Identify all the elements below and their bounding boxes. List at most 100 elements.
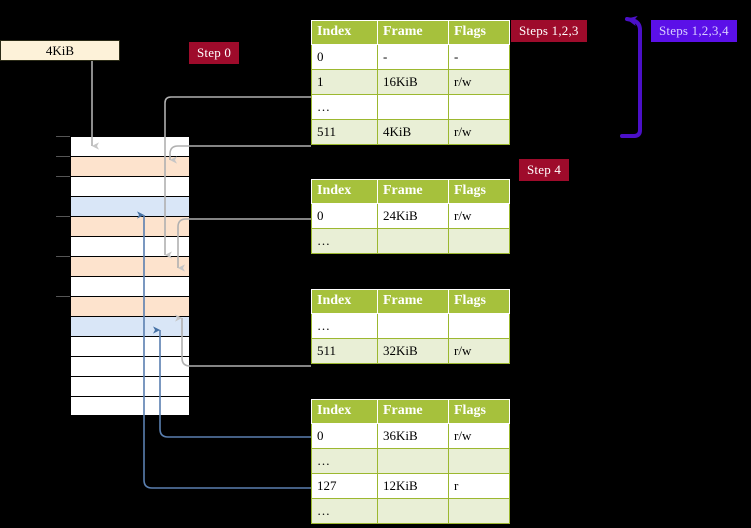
table-cell-index: … (311, 313, 378, 339)
table-cell-flags (448, 94, 510, 120)
badge-step-4-label: Step 4 (527, 162, 562, 177)
memory-row-tick (56, 256, 70, 257)
table-cell-flags: r/w (448, 119, 510, 145)
table-cell-frame: - (377, 44, 449, 70)
memory-row-tick (56, 176, 70, 177)
table-row: … (311, 313, 510, 339)
col-header-index: Index (311, 399, 378, 424)
memory-frame-row (70, 356, 190, 376)
wire-pml4-row511-to-memory (169, 145, 311, 164)
table-header-row: Index Frame Flags (311, 179, 510, 204)
table-row: … (311, 448, 510, 474)
badge-steps-123: Steps 1,2,3 (511, 20, 587, 42)
table-cell-index: 511 (311, 338, 378, 364)
memory-row-tick (56, 296, 70, 297)
memory-column (70, 136, 190, 416)
table-row: … (311, 94, 510, 120)
memory-frame-row (70, 316, 190, 336)
table-cell-index: 0 (311, 203, 378, 229)
memory-frame-row (70, 216, 190, 236)
table-row: … (311, 498, 510, 524)
page-size-label: 4KiB (45, 42, 75, 58)
col-header-index: Index (311, 289, 378, 314)
table-cell-index: 127 (311, 473, 378, 499)
col-header-frame: Frame (377, 399, 449, 424)
table-cell-flags (448, 313, 510, 339)
memory-frame-row (70, 376, 190, 396)
table-cell-frame (377, 313, 449, 339)
table-cell-flags: r/w (448, 338, 510, 364)
table-cell-index: … (311, 498, 378, 524)
memory-row-tick (56, 136, 70, 137)
table-cell-flags: - (448, 44, 510, 70)
table-cell-flags: r/w (448, 203, 510, 229)
table-cell-frame: 12KiB (377, 473, 449, 499)
table-cell-index: … (311, 228, 378, 254)
badge-steps-1234: Steps 1,2,3,4 (651, 20, 737, 42)
badge-step-4: Step 4 (519, 159, 570, 181)
table-cell-frame: 16KiB (377, 69, 449, 95)
col-header-frame: Frame (377, 179, 449, 204)
table-cell-frame (377, 94, 449, 120)
memory-frame-row (70, 236, 190, 256)
table-cell-index: … (311, 94, 378, 120)
memory-frame-row (70, 136, 190, 156)
table-cell-index: 0 (311, 44, 378, 70)
table-row: 0-- (311, 44, 510, 70)
badge-steps-1234-label: Steps 1,2,3,4 (659, 23, 729, 38)
table-cell-flags (448, 498, 510, 524)
table-cell-index: 1 (311, 69, 378, 95)
memory-frame-row (70, 276, 190, 296)
memory-frame-row (70, 256, 190, 276)
col-header-index: Index (311, 20, 378, 45)
col-header-frame: Frame (377, 289, 449, 314)
wire-pd-row511-to-memory (175, 314, 311, 367)
table-row: … (311, 228, 510, 254)
memory-frame-row (70, 396, 190, 416)
table-cell-frame: 24KiB (377, 203, 449, 229)
table-cell-index: 511 (311, 119, 378, 145)
table-cell-frame (377, 498, 449, 524)
memory-row-tick (56, 156, 70, 157)
loop-arrow-steps (620, 15, 642, 138)
table-cell-frame (377, 228, 449, 254)
col-header-flags: Flags (448, 399, 510, 424)
memory-frame-row (70, 296, 190, 316)
table-cell-frame: 4KiB (377, 119, 449, 145)
table-cell-flags (448, 228, 510, 254)
table-cell-frame: 36KiB (377, 423, 449, 449)
table-cell-flags (448, 448, 510, 474)
col-header-frame: Frame (377, 20, 449, 45)
table-header-row: Index Frame Flags (311, 20, 510, 45)
memory-frame-row (70, 196, 190, 216)
page-size-box: 4KiB (0, 40, 120, 61)
table-cell-flags: r/w (448, 69, 510, 95)
col-header-index: Index (311, 179, 378, 204)
table-cell-frame (377, 448, 449, 474)
badge-steps-123-label: Steps 1,2,3 (519, 23, 579, 38)
wire-pdpt-row0-to-memory (177, 218, 311, 272)
table-header-row: Index Frame Flags (311, 399, 510, 424)
badge-step-0-label: Step 0 (197, 45, 232, 60)
memory-frame-row (70, 336, 190, 356)
table-header-row: Index Frame Flags (311, 289, 510, 314)
memory-frame-row (70, 156, 190, 176)
memory-row-tick (56, 216, 70, 217)
badge-step-0: Step 0 (189, 42, 240, 64)
col-header-flags: Flags (448, 20, 510, 45)
table-cell-flags: r/w (448, 423, 510, 449)
table-cell-frame: 32KiB (377, 338, 449, 364)
